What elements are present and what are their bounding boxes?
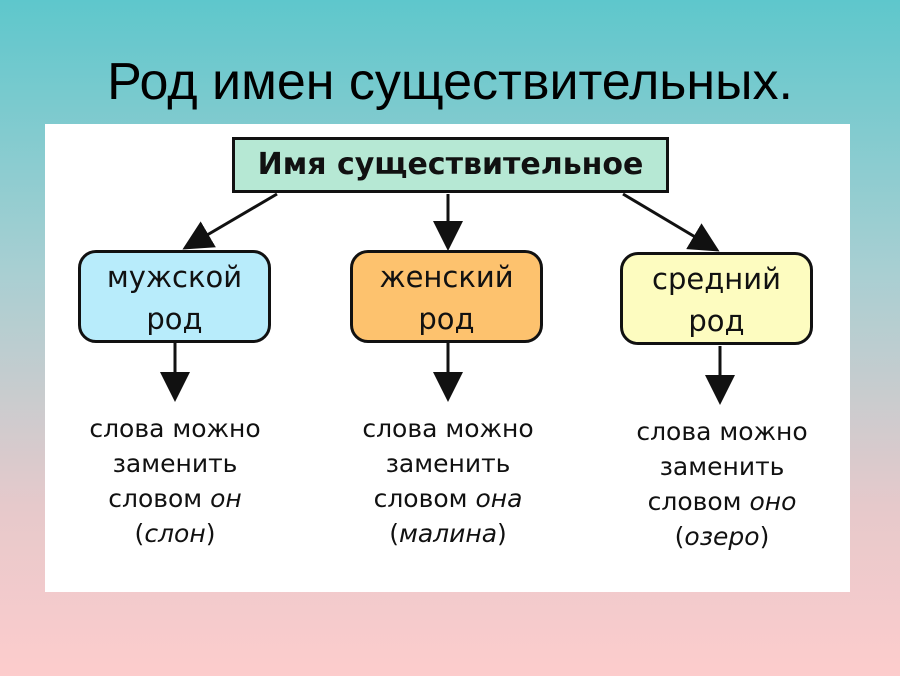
diagram-panel: Имя существительное мужской род женский ро… bbox=[45, 124, 850, 592]
desc-line: слова можно bbox=[362, 414, 534, 443]
female-rod: род bbox=[418, 302, 475, 336]
example-word: озеро bbox=[684, 522, 760, 551]
example: (слон) bbox=[134, 519, 216, 548]
desc-line: заменить bbox=[112, 449, 238, 478]
slide-title: Род имен существительных. bbox=[107, 53, 793, 111]
desc-line: слова можно bbox=[636, 417, 808, 446]
male-label: мужской bbox=[106, 260, 243, 294]
male-box: мужской род bbox=[78, 250, 271, 343]
example: (озеро) bbox=[674, 522, 770, 551]
desc-line: слова можно bbox=[89, 414, 261, 443]
example-word: малина bbox=[398, 519, 498, 548]
desc-line: заменить bbox=[659, 452, 785, 481]
neuter-label: средний bbox=[652, 262, 781, 296]
desc-line: словом он bbox=[45, 481, 305, 516]
female-box: женский род bbox=[350, 250, 543, 343]
female-description: слова можно заменить словом она (малина) bbox=[318, 411, 578, 551]
male-description: слова можно заменить словом он (слон) bbox=[45, 411, 305, 551]
neuter-description: слова можно заменить словом оно (озеро) bbox=[592, 414, 852, 554]
neuter-rod: род bbox=[688, 304, 745, 338]
example: (малина) bbox=[389, 519, 507, 548]
arrow-male bbox=[182, 192, 278, 250]
desc-line: словом она bbox=[318, 481, 578, 516]
pronoun: он bbox=[210, 484, 242, 513]
male-rod: род bbox=[146, 302, 203, 336]
desc-line: словом оно bbox=[592, 484, 852, 519]
desc-word: словом bbox=[108, 484, 203, 513]
desc-word: словом bbox=[647, 487, 742, 516]
desc-line: заменить bbox=[385, 449, 511, 478]
pronoun: она bbox=[475, 484, 523, 513]
desc-word: словом bbox=[373, 484, 468, 513]
arrows bbox=[160, 192, 735, 405]
pronoun: оно bbox=[749, 487, 797, 516]
root-box: Имя существительное bbox=[232, 137, 669, 193]
arrow-neuter bbox=[622, 192, 720, 252]
example-word: слон bbox=[144, 519, 206, 548]
female-label: женский bbox=[379, 260, 514, 294]
neuter-box: средний род bbox=[620, 252, 813, 345]
